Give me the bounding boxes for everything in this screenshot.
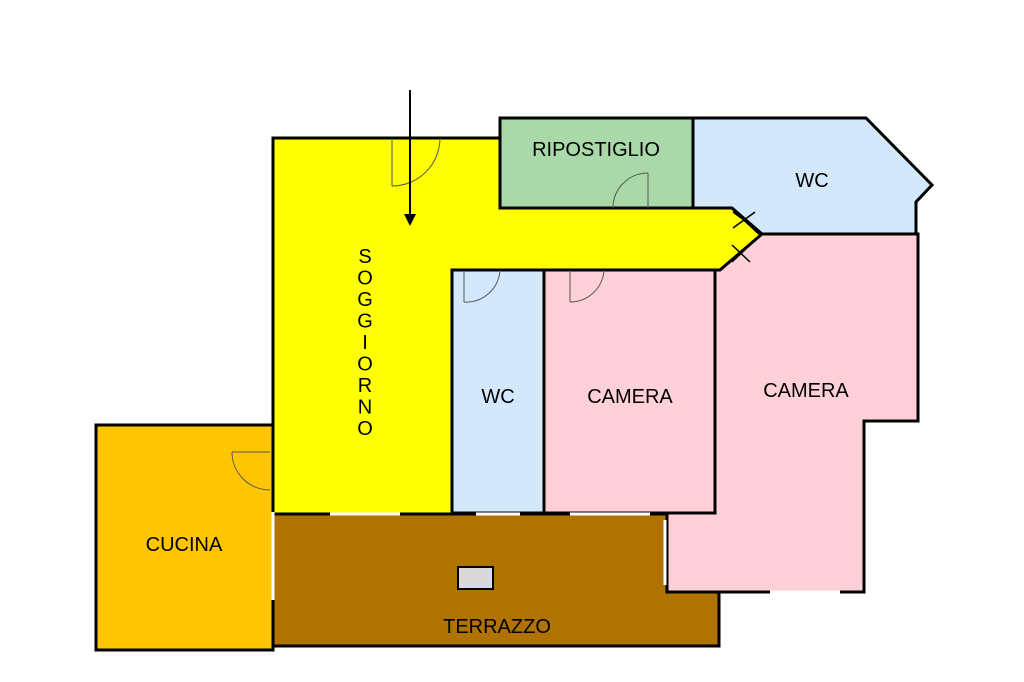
room-cucina[interactable] (94, 423, 275, 652)
label-soggiorno-letter: O (357, 354, 373, 376)
room-terrazzo[interactable] (271, 512, 721, 648)
openings (271, 512, 840, 600)
room-ripostiglio[interactable] (498, 116, 695, 210)
label-wc-top: WC (795, 170, 828, 192)
sliding-door-icon (731, 211, 756, 263)
label-soggiorno-letter: O (357, 418, 373, 440)
label-soggiorno-letter: G (357, 289, 373, 311)
label-soggiorno-letter: N (358, 397, 372, 419)
entrance-arrow-icon (404, 90, 416, 226)
label-soggiorno-letter: S (358, 246, 371, 268)
label-soggiorno-letter: I (362, 332, 368, 354)
label-cucina: CUCINA (146, 534, 223, 556)
label-soggiorno-letter: G (357, 311, 373, 333)
label-camera-right: CAMERA (763, 380, 849, 402)
label-soggiorno-letter: R (358, 375, 372, 397)
label-soggiorno-letter: O (357, 268, 373, 290)
room-wc-middle[interactable] (450, 268, 546, 515)
label-ripostiglio: RIPOSTIGLIO (532, 139, 660, 161)
label-camera-middle: CAMERA (587, 386, 673, 408)
terrazzo-fixture (457, 566, 494, 590)
label-wc-middle: WC (481, 386, 514, 408)
door-swing-icon (231, 137, 649, 491)
label-terrazzo: TERRAZZO (443, 616, 551, 638)
